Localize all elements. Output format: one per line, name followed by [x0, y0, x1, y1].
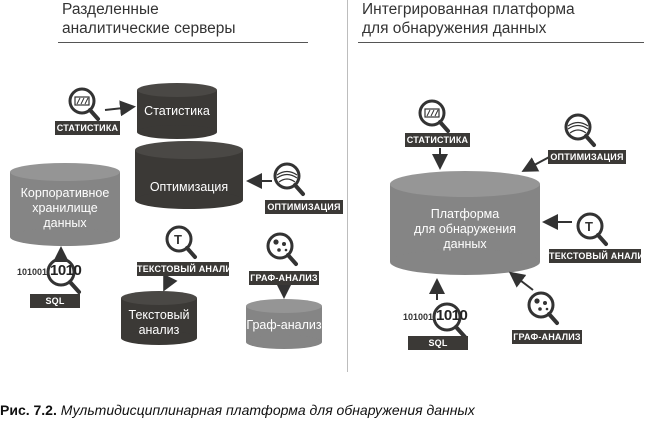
right-title-line2: для обнаружения данных: [362, 20, 547, 37]
platform-cylinder: [390, 171, 540, 275]
optimization-magnifier-icon-right: [564, 113, 596, 147]
binary-prefix: 101001: [17, 267, 48, 277]
optimization-db-label: Оптимизация: [149, 180, 229, 194]
platform-line1: Платформа: [430, 207, 500, 221]
optimization-magnifier-icon: [273, 162, 305, 196]
platform-db-label: Платформа для обнаружения данных: [390, 207, 540, 252]
binary-big-right: 1010: [436, 307, 468, 324]
left-title: Разделенные аналитические серверы: [62, 0, 236, 38]
graph-analysis-label: ГРАФ-АНАЛИЗ: [249, 271, 319, 285]
warehouse-line1: Корпоративное: [20, 186, 110, 200]
text-magnifier-icon-right: [576, 212, 608, 246]
statistics-label: СТАТИСТИКА: [55, 121, 120, 135]
text-analysis-db-label: Текстовый анализ: [121, 308, 197, 338]
arrow-text: [163, 273, 178, 292]
text-analysis-label: ТЕКСТОВЫЙ АНАЛИЗ: [137, 262, 238, 276]
graph-magnifier-icon-right: [527, 291, 559, 325]
warehouse-line3: данных: [43, 216, 87, 230]
text-glyph-icon: T: [174, 232, 182, 247]
right-title: Интегрированная платформа для обнаружени…: [362, 0, 575, 38]
caption-label: Рис. 7.2.: [0, 402, 57, 418]
warehouse-line2: хранилище: [32, 201, 98, 215]
graph-magnifier-icon: [266, 232, 298, 266]
platform-line3: данных: [443, 237, 487, 251]
sql-label: SQL: [30, 294, 80, 308]
left-title-line2: аналитические серверы: [62, 20, 236, 37]
text-glyph-icon-right: T: [585, 219, 593, 234]
section-divider: [347, 0, 348, 372]
text-db-line2: анализ: [138, 323, 180, 337]
binary-prefix-right: 101001: [403, 312, 434, 322]
caption-text: Мультидисциплинарная платформа для обнар…: [60, 402, 475, 418]
statistics-magnifier-icon: [68, 87, 100, 121]
left-title-underline: [58, 42, 308, 43]
statistics-cylinder: [137, 83, 217, 139]
statistics-magnifier-icon-right: [418, 99, 450, 133]
text-analysis-label-right: ТЕКСТОВЫЙ АНАЛИЗ: [549, 249, 650, 263]
right-title-line1: Интегрированная платформа: [362, 1, 575, 18]
warehouse-db-label: Корпоративное хранилище данных: [10, 186, 120, 231]
graph-analysis-label-right: ГРАФ-АНАЛИЗ: [512, 330, 582, 344]
binary-big: 1010: [50, 262, 82, 279]
sql-magnifier-icon: [46, 257, 81, 294]
statistics-db-label: Статистика: [144, 104, 210, 118]
arrow-statistics: [104, 100, 136, 117]
text-db-line1: Текстовый: [128, 308, 190, 322]
optimization-cylinder: [135, 141, 243, 209]
statistics-label-right: СТАТИСТИКА: [405, 133, 470, 147]
graph-analysis-cylinder: [246, 299, 322, 349]
sql-label-right: SQL: [408, 336, 468, 350]
optimization-label: ОПТИМИЗАЦИЯ: [265, 200, 343, 214]
arrow-graph-right: [508, 271, 534, 291]
sql-magnifier-icon-right: [432, 302, 467, 339]
left-title-line1: Разделенные: [62, 1, 159, 18]
text-analysis-cylinder: [121, 291, 197, 345]
text-magnifier-icon: [165, 225, 197, 259]
figure-caption: Рис. 7.2. Мультидисциплинарная платформа…: [0, 402, 475, 418]
platform-line2: для обнаружения: [414, 222, 516, 236]
graph-analysis-db-label: Граф-анализ: [246, 318, 322, 332]
optimization-label-right: ОПТИМИЗАЦИЯ: [548, 150, 626, 164]
right-title-underline: [358, 42, 644, 43]
warehouse-cylinder: [10, 163, 120, 246]
